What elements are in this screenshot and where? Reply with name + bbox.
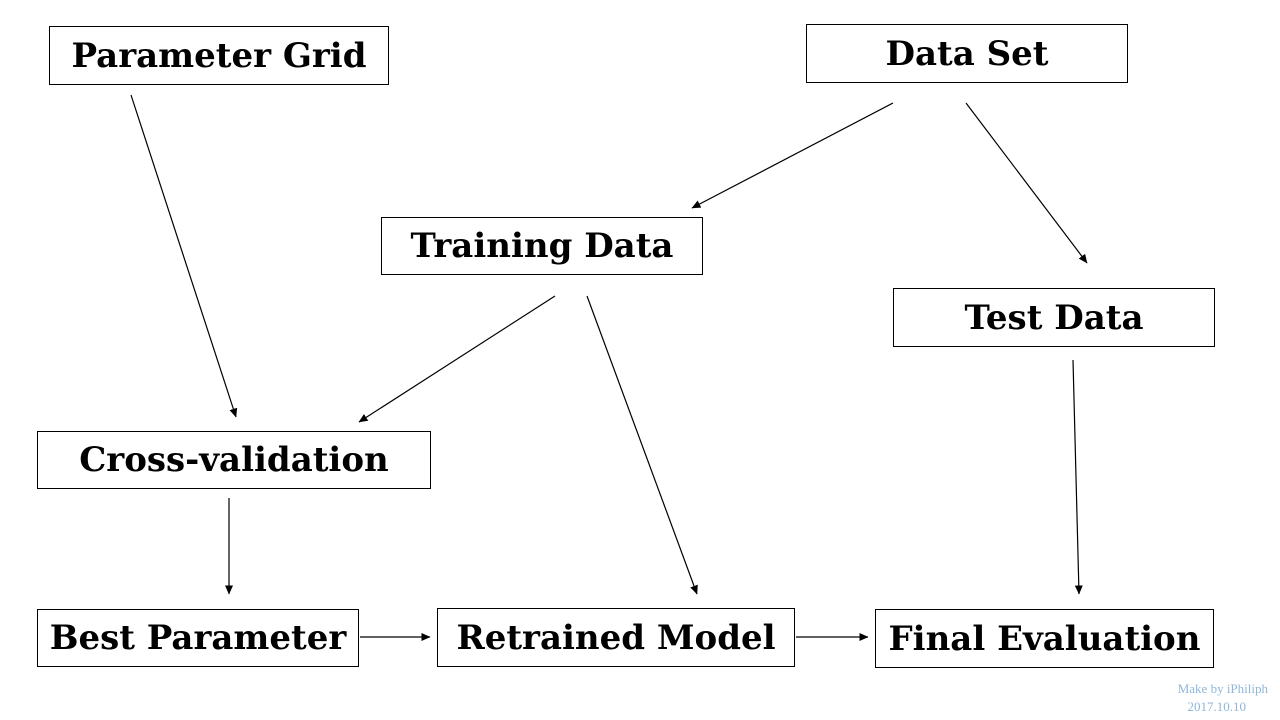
node-training-data: Training Data: [381, 217, 703, 275]
arrow-training-data-to-cross-validation: [358, 295, 556, 423]
arrow-data-set-to-test-data: [965, 102, 1088, 264]
node-data-set: Data Set: [806, 24, 1128, 83]
arrow-data-set-to-training-data: [691, 102, 894, 209]
credit-author: Make by iPhiliph: [1177, 681, 1268, 696]
node-cross-validation: Cross-validation: [37, 431, 431, 489]
node-test-data: Test Data: [893, 288, 1215, 347]
node-final-evaluation: Final Evaluation: [875, 609, 1214, 668]
node-parameter-grid: Parameter Grid: [49, 26, 389, 85]
arrow-training-data-to-retrained-model: [586, 295, 698, 595]
arrow-test-data-to-final-evaluation: [1072, 359, 1083, 595]
node-retrained-model: Retrained Model: [437, 608, 795, 667]
node-best-parameter: Best Parameter: [37, 609, 359, 667]
credit-date: 2017.10.10: [1187, 699, 1247, 714]
arrow-parameter-grid-to-cross-validation: [130, 94, 238, 418]
